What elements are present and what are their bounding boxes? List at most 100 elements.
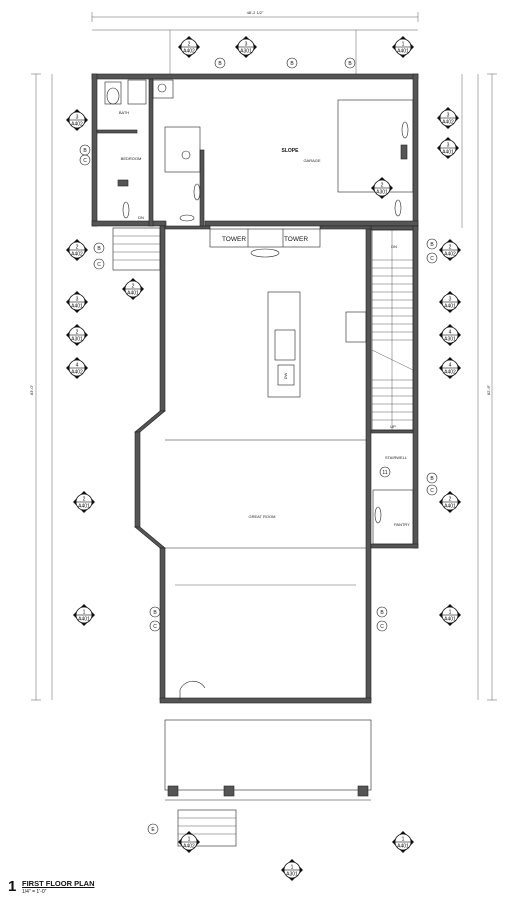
dim-overall-left: 83'-0" [29, 384, 34, 395]
dim-overall-top: 48'-2 1/2" [247, 10, 264, 15]
svg-text:3: 3 [447, 113, 450, 119]
svg-text:A301: A301 [444, 337, 456, 343]
view-title: FIRST FLOOR PLAN [22, 879, 95, 888]
svg-text:B: B [97, 246, 101, 252]
svg-text:2: 2 [381, 183, 384, 189]
svg-text:A402: A402 [183, 844, 195, 850]
svg-text:2: 2 [83, 497, 86, 503]
svg-text:C: C [430, 488, 434, 494]
svg-text:A401: A401 [397, 49, 409, 55]
svg-text:4: 4 [76, 363, 79, 369]
svg-text:B: B [83, 148, 87, 154]
svg-text:A401: A401 [444, 617, 456, 623]
label-dn-stair: DN [391, 244, 397, 249]
svg-text:A401: A401 [442, 150, 454, 156]
label-tower-left: TOWER [222, 236, 246, 243]
svg-text:2: 2 [449, 497, 452, 503]
label-bedroom: BEDROOM [121, 156, 142, 161]
svg-text:2: 2 [188, 42, 191, 48]
svg-text:A401: A401 [78, 504, 90, 510]
dim-overall-right: 82'-6" [486, 384, 491, 395]
svg-text:A402: A402 [183, 49, 195, 55]
label-stairwell: STAIRWELL [385, 455, 408, 460]
room-labels: BATH BEDROOM SLOPE GARAGE TOWER TOWER DN… [119, 110, 410, 527]
svg-text:B: B [380, 610, 384, 616]
svg-text:A402: A402 [71, 370, 83, 376]
svg-text:B: B [218, 61, 222, 67]
svg-text:A402: A402 [71, 122, 83, 128]
walls [91, 73, 419, 704]
svg-text:2: 2 [132, 284, 135, 290]
svg-text:2: 2 [76, 330, 79, 336]
svg-text:A402: A402 [444, 252, 456, 258]
svg-text:A401: A401 [397, 844, 409, 850]
label-dw: DW [283, 372, 288, 379]
svg-text:3: 3 [76, 297, 79, 303]
svg-text:3: 3 [245, 42, 248, 48]
svg-text:A301: A301 [376, 190, 388, 196]
svg-text:3: 3 [76, 115, 79, 121]
label-slope: SLOPE [282, 148, 300, 154]
svg-text:1: 1 [449, 610, 452, 616]
svg-text:E: E [151, 827, 155, 833]
svg-text:A401: A401 [71, 304, 83, 310]
grid-markers: B B B B C B C B C B C B C B C E 11 [79, 57, 438, 835]
svg-text:4: 4 [449, 363, 452, 369]
svg-text:B: B [290, 61, 294, 67]
svg-text:A402: A402 [444, 370, 456, 376]
overall-dimensions: 48'-2 1/2" 83'-0" 82'-6" [29, 10, 497, 701]
svg-text:A401: A401 [78, 617, 90, 623]
svg-text:2: 2 [76, 245, 79, 251]
svg-text:3: 3 [449, 297, 452, 303]
svg-text:B: B [430, 242, 434, 248]
svg-text:B: B [153, 610, 157, 616]
svg-text:C: C [97, 262, 101, 268]
svg-text:1: 1 [402, 42, 405, 48]
svg-text:A301: A301 [71, 337, 83, 343]
svg-text:C: C [153, 624, 157, 630]
svg-text:A301: A301 [286, 872, 298, 878]
label-dn-mud: DN [138, 215, 144, 220]
svg-text:A401: A401 [444, 304, 456, 310]
svg-text:A401: A401 [127, 291, 139, 297]
view-scale: 1/4" = 1'-0" [22, 889, 47, 895]
label-garage: GARAGE [303, 158, 320, 163]
svg-text:B: B [348, 61, 352, 67]
svg-text:C: C [430, 256, 434, 262]
label-bath: BATH [119, 110, 129, 115]
label-pantry: PANTRY [394, 522, 410, 527]
svg-text:C: C [380, 624, 384, 630]
svg-text:4: 4 [449, 330, 452, 336]
svg-text:1: 1 [402, 837, 405, 843]
svg-text:1: 1 [291, 865, 294, 871]
svg-text:1: 1 [83, 610, 86, 616]
svg-text:A402: A402 [442, 120, 454, 126]
view-number: 1 [8, 878, 17, 895]
svg-text:C: C [83, 158, 87, 164]
label-tower-right: TOWER [284, 236, 308, 243]
label-great-room: GREAT ROOM [249, 514, 276, 519]
svg-text:A402: A402 [71, 252, 83, 258]
